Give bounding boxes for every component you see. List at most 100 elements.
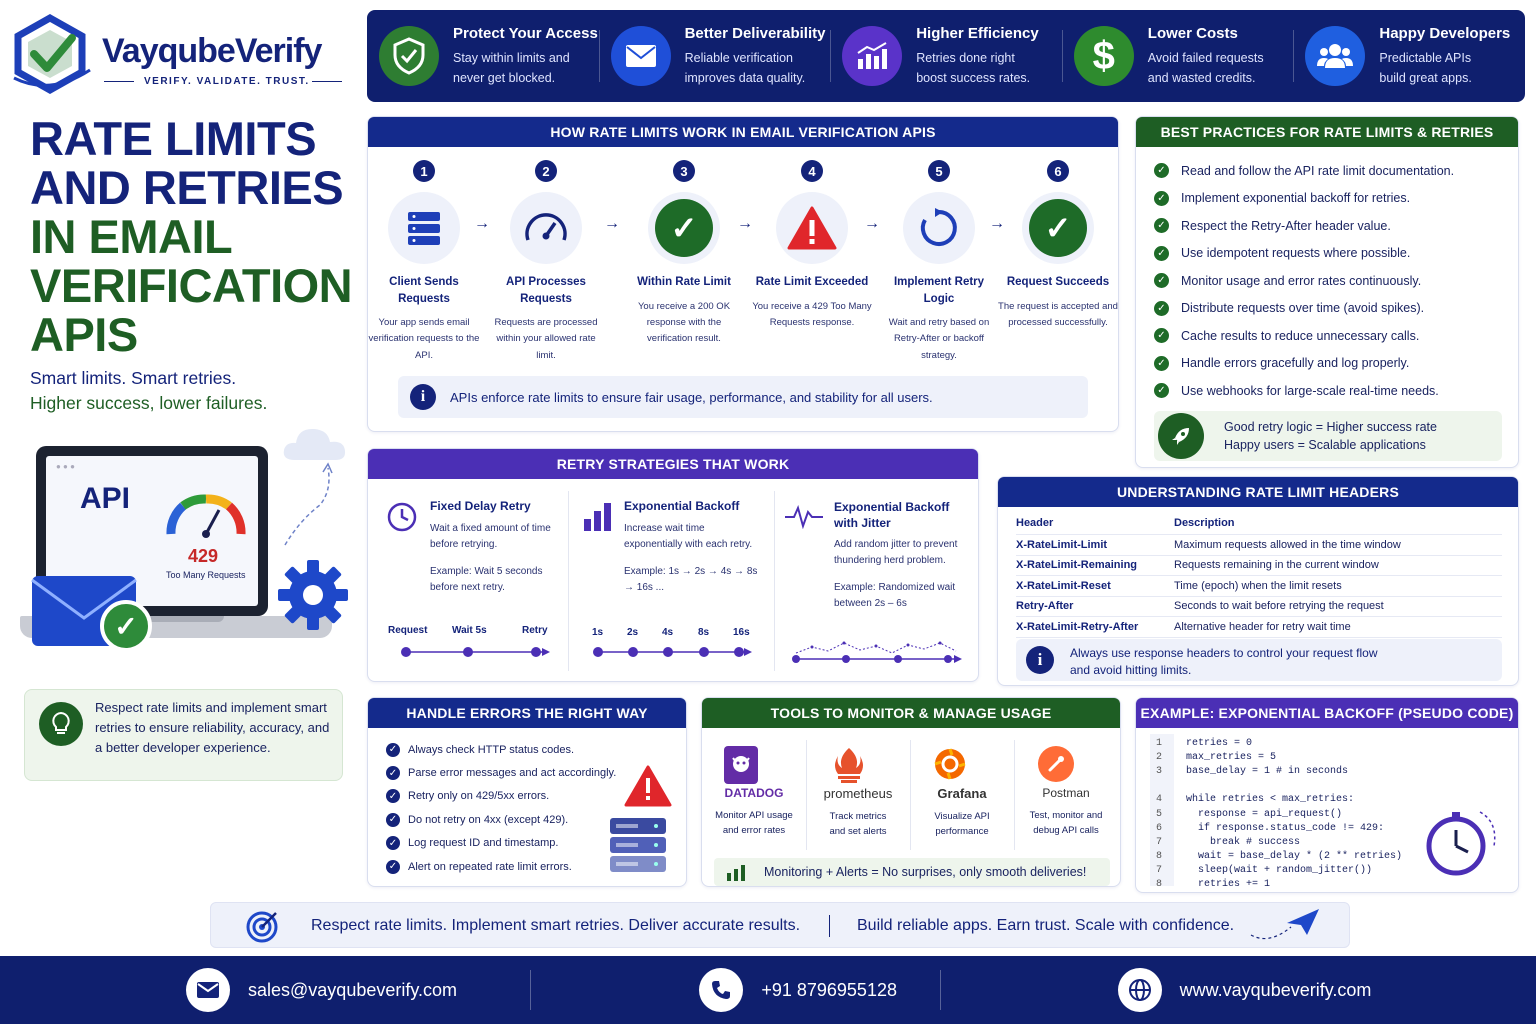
best-practice-text: Monitor usage and error rates continuous… xyxy=(1181,273,1422,288)
signal-bars-icon xyxy=(727,865,745,881)
check-icon: ✓ xyxy=(386,859,400,874)
retry-2-example: Example: 1s → 2s → 4s → 8s → 16s ... xyxy=(624,566,758,593)
benefit-desc-2: boost success rates. xyxy=(916,70,1031,85)
error-practice-text: Log request ID and timestamp. xyxy=(408,837,559,850)
error-practice-text: Alert on repeated rate limit errors. xyxy=(408,860,572,873)
code-line: 6 if response.status_code != 429: xyxy=(1150,821,1450,835)
mail-icon xyxy=(186,968,230,1012)
check-icon: ✓ xyxy=(1154,300,1169,316)
best-practice-text: Respect the Retry-After header value. xyxy=(1181,218,1391,233)
retry-1-tl-2: Retry xyxy=(522,625,548,636)
benefit-desc-2: build great apps. xyxy=(1379,70,1472,85)
check-icon: ✓ xyxy=(1154,245,1169,261)
best-practice-text: Use idempotent requests where possible. xyxy=(1181,246,1411,261)
lightbulb-icon xyxy=(39,702,83,746)
tool-name: prometheus xyxy=(823,786,893,801)
footer-email[interactable]: sales@vayqubeverify.com xyxy=(248,979,458,1000)
brand-logo: VayqubeVerify VERIFY. VALIDATE. TRUST. xyxy=(10,14,350,94)
benefit-title: Higher Efficiency xyxy=(916,24,1039,42)
tool-name: DATADOG xyxy=(724,786,784,800)
error-practice-item: ✓Do not retry on 4xx (except 429). xyxy=(386,808,616,831)
tool-name: Grafana xyxy=(937,786,987,801)
code-card: EXAMPLE: EXPONENTIAL BACKOFF (PSEUDO COD… xyxy=(1135,697,1519,893)
errors-list: ✓Always check HTTP status codes.✓Parse e… xyxy=(386,738,616,878)
check-circle-icon: ✓ xyxy=(648,192,720,264)
header-name: X-RateLimit-Remaining xyxy=(1016,559,1138,572)
step-desc: Requests are processed within your allow… xyxy=(494,317,598,361)
footer-website[interactable]: www.vayqubeverify.com xyxy=(1179,979,1372,1000)
table-row: X-RateLimit-Remaining Requests remaining … xyxy=(1016,556,1502,576)
benefit-desc-1: Reliable verification xyxy=(684,50,793,65)
retry-2-tl-3: 8s xyxy=(698,627,710,638)
chart-up-icon xyxy=(842,26,903,86)
header-desc: Requests remaining in the current window xyxy=(1174,559,1379,572)
hero-subtitle: Smart limits. Smart retries. Higher succ… xyxy=(30,366,267,416)
step-title: Rate Limit Exceeded xyxy=(755,276,869,288)
check-icon: ✓ xyxy=(1154,218,1169,234)
check-icon: ✓ xyxy=(1154,273,1169,289)
tools-banner-text: Monitoring + Alerts = No surprises, only… xyxy=(764,865,1087,879)
datadog-icon xyxy=(724,746,758,784)
best-practice-item: ✓Handle errors gracefully and log proper… xyxy=(1154,350,1454,378)
check-icon: ✓ xyxy=(386,742,400,757)
gauge-icon xyxy=(166,494,246,538)
tool-desc-1: Test, monitor and xyxy=(1029,810,1103,821)
error-practice-item: ✓ Alert on repeated rate limit errors. xyxy=(386,855,616,878)
logo-icon xyxy=(13,14,91,94)
retry-1-title: Fixed Delay Retry xyxy=(430,499,531,513)
benefit-item: Higher Efficiency Retries done right boo… xyxy=(830,10,1062,102)
retry-2-timeline xyxy=(593,647,752,657)
best-practice-text: Implement exponential backoff for retrie… xyxy=(1181,191,1411,206)
tools-banner: Monitoring + Alerts = No surprises, only… xyxy=(714,858,1110,886)
step-number: 5 xyxy=(928,160,950,182)
footer-phone[interactable]: +91 8796955128 xyxy=(761,979,897,1000)
step-4: 4 Rate Limit Exceeded You receive a 429 … xyxy=(752,160,872,331)
paper-plane-icon xyxy=(1250,909,1319,940)
best-practice-text: Use webhooks for large-scale real-time n… xyxy=(1181,383,1439,398)
benefit-desc-1: Retries done right xyxy=(916,50,1015,65)
code-line xyxy=(1150,779,1450,793)
best-practice-item: ✓ Respect the Retry-After header value. xyxy=(1154,212,1454,240)
speedometer-icon xyxy=(510,192,582,264)
best-practices-list: ✓Read and follow the API rate limit docu… xyxy=(1154,157,1454,405)
hero-title-line1: RATE LIMITS xyxy=(30,112,317,165)
code-line: 8 retries += 1 xyxy=(1150,878,1450,892)
error-practice-text: Do not retry on 4xx (except 429). xyxy=(408,813,569,826)
laptop-error-text: Too Many Requests xyxy=(166,570,246,580)
step-arrow-icon: → xyxy=(474,215,490,232)
retry-1-desc: Wait a fixed amount of time before retry… xyxy=(430,523,551,550)
warning-icon xyxy=(624,765,672,807)
stopwatch-icon xyxy=(1426,811,1496,876)
tool-desc-2: debug API calls xyxy=(1033,825,1099,836)
step-desc: You receive a 429 Too Many Requests resp… xyxy=(752,300,872,328)
laptop-api-label: API xyxy=(80,482,131,515)
headers-note-line1: Always use response headers to control y… xyxy=(1070,646,1378,660)
line-number: 8 xyxy=(1156,851,1163,863)
check-icon: ✓ xyxy=(1154,163,1169,179)
best-practice-item: ✓ Use webhooks for large-scale real-time … xyxy=(1154,377,1454,405)
tool-item: prometheus Track metrics and set alerts xyxy=(806,786,910,837)
best-practice-item: ✓Read and follow the API rate limit docu… xyxy=(1154,157,1454,185)
error-practice-item: ✓Retry only on 429/5xx errors. xyxy=(386,785,616,808)
code-text: while retries < max_retries: xyxy=(1186,794,1355,806)
slogan-bar: Respect rate limits. Implement smart ret… xyxy=(210,902,1350,948)
rocket-icon xyxy=(1158,413,1204,459)
line-number: 5 xyxy=(1156,808,1163,820)
best-callout-line1: Good retry logic = Higher success rate xyxy=(1224,420,1437,434)
step-title: API Processes Requests xyxy=(506,276,586,305)
brand-name: VayqubeVerify xyxy=(102,32,322,70)
benefit-desc-1: Stay within limits and xyxy=(453,50,570,65)
best-callout: Good retry logic = Higher success rate H… xyxy=(1154,411,1502,461)
step-arrow-icon: → xyxy=(604,215,620,232)
hero-title-line2: AND RETRIES xyxy=(30,161,344,214)
info-icon: i xyxy=(410,384,436,410)
benefit-desc-2: improves data quality. xyxy=(684,70,806,85)
check-icon: ✓ xyxy=(1154,383,1169,399)
